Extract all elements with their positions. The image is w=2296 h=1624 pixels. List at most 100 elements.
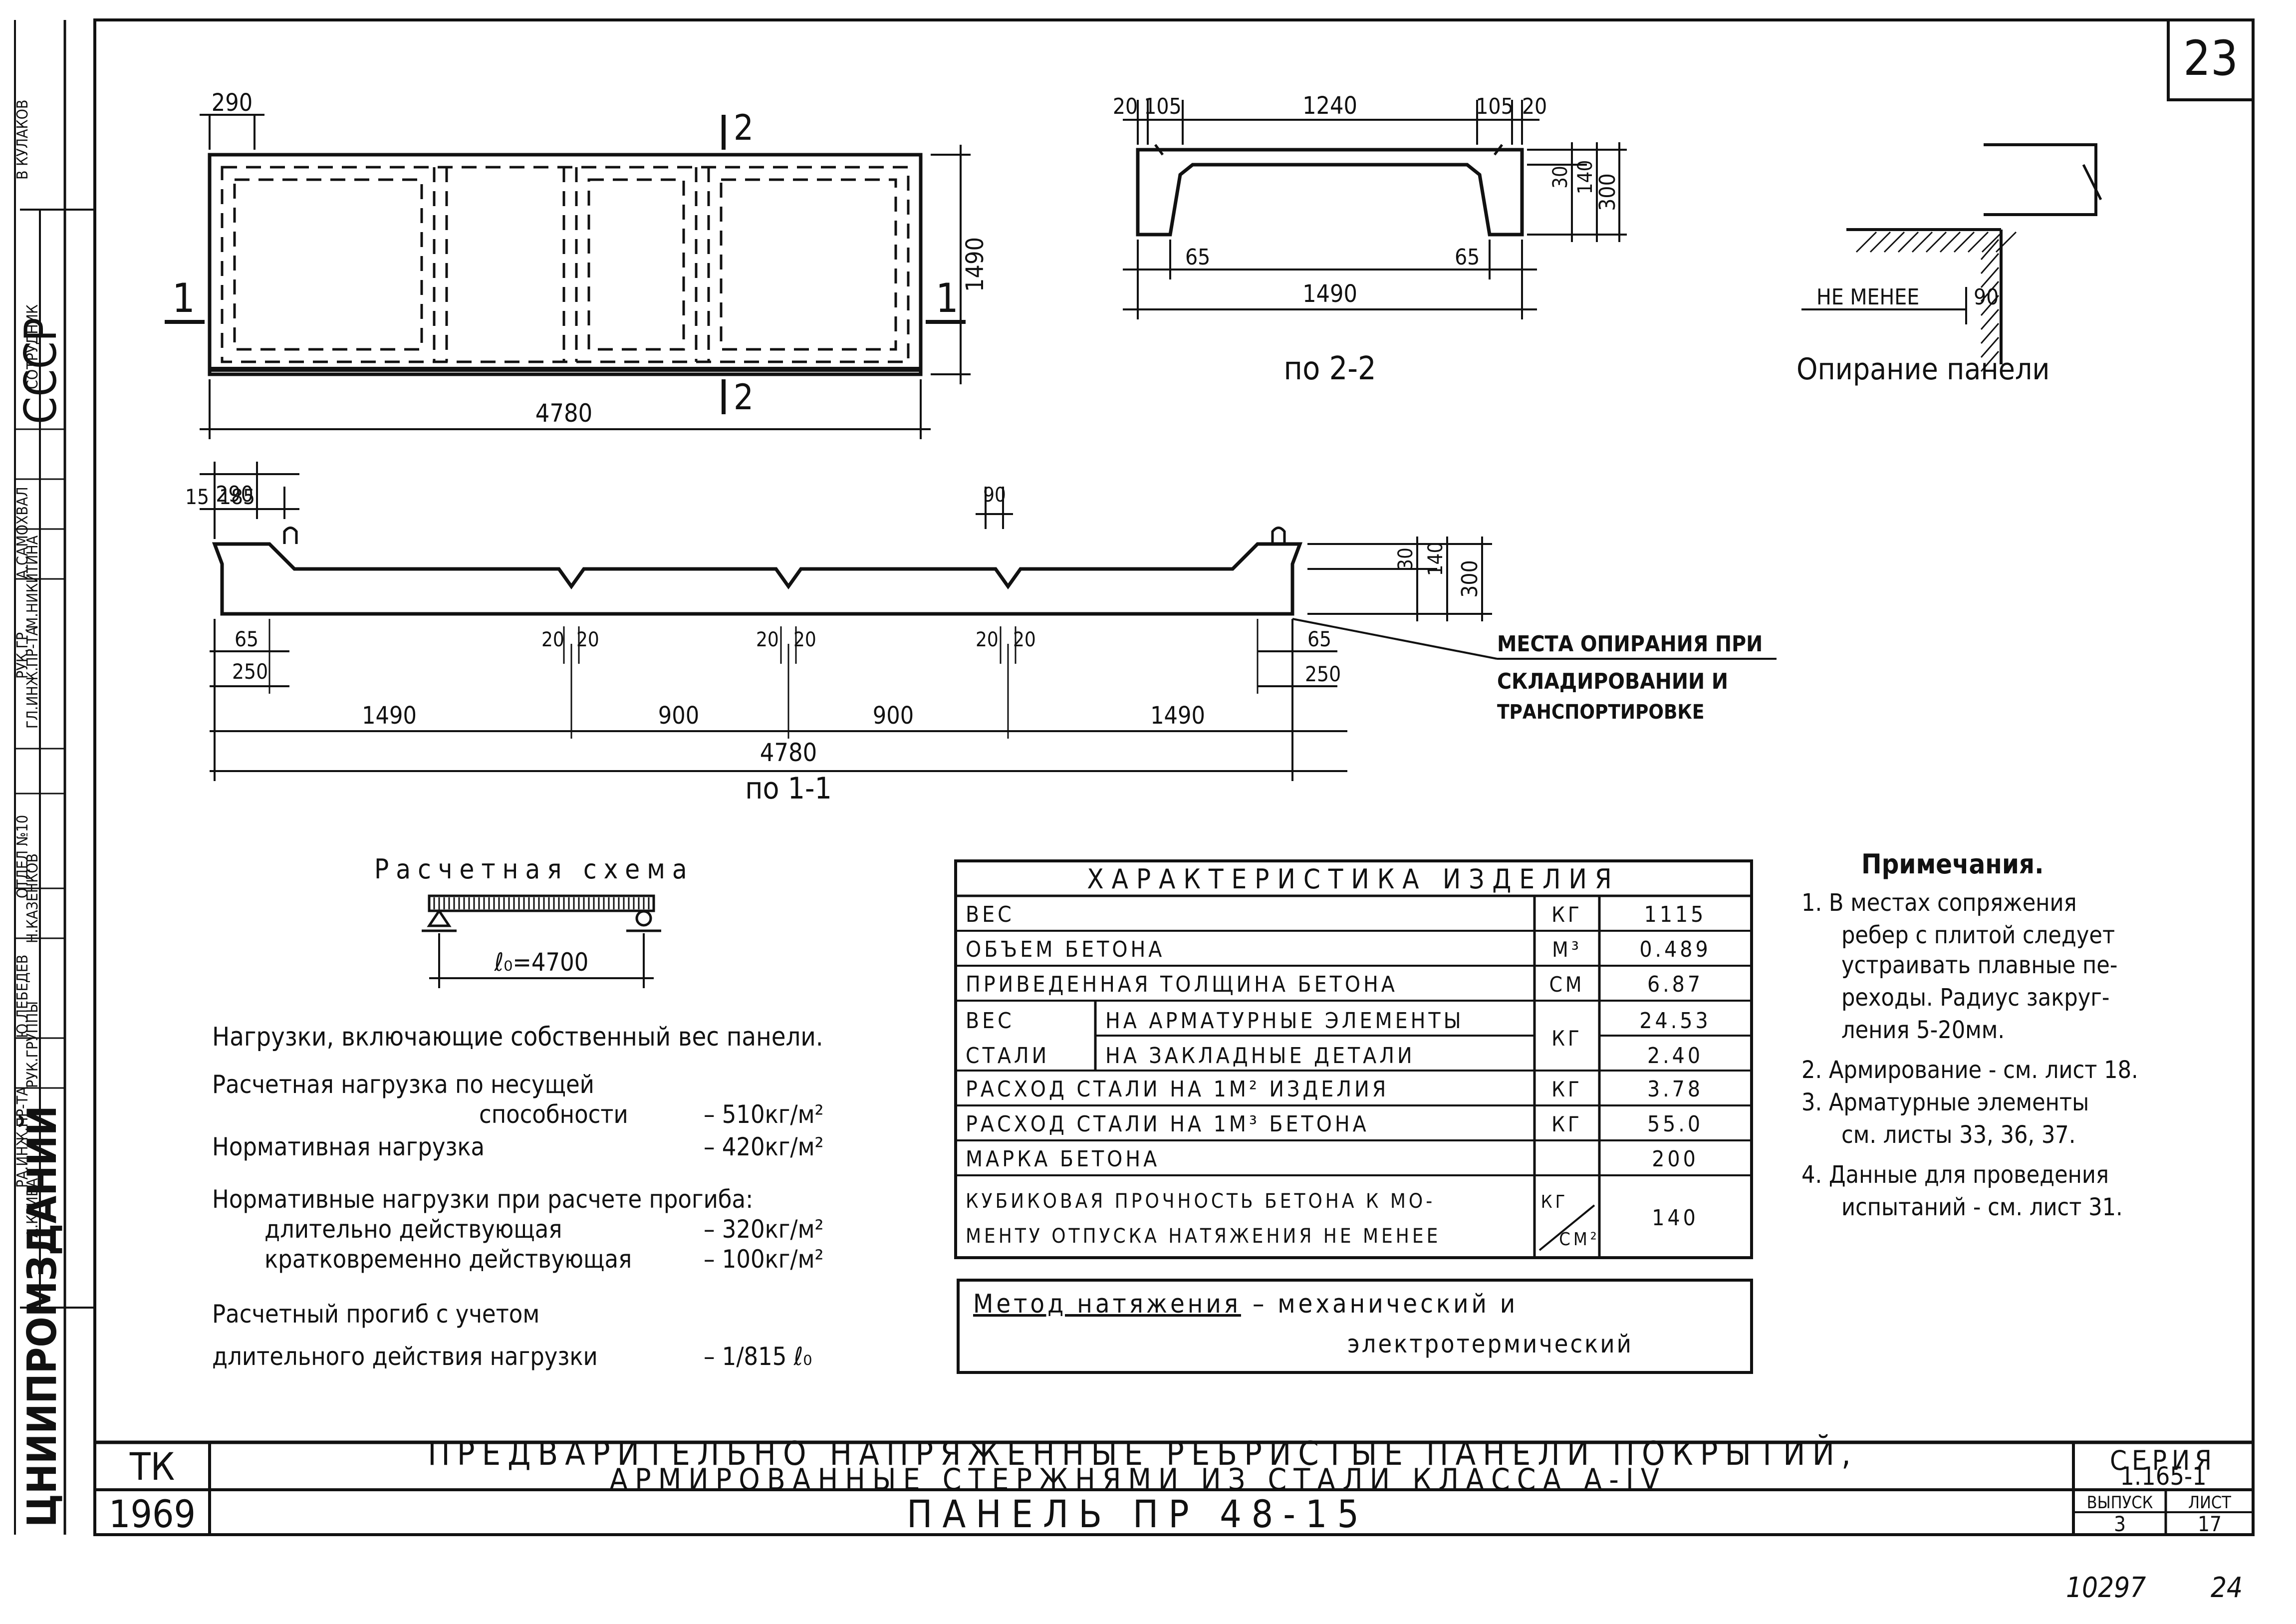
- s11-dim-250-left: 250: [232, 659, 268, 684]
- corner-number: 23: [2183, 30, 2238, 86]
- spec-name-0: ВЕС: [966, 902, 1015, 927]
- s11-dim-250-right: 250: [1305, 662, 1341, 686]
- s22-dim-65-left: 65: [1185, 245, 1210, 270]
- strip-cell-2: А.САМОХВАЛ: [14, 487, 31, 579]
- spec-value-4: 2.40: [1647, 1043, 1703, 1069]
- spec-name-1: ОБЪЕМ БЕТОНА: [966, 937, 1165, 962]
- spec-value-3: 24.53: [1639, 1008, 1711, 1034]
- load-label-7: длительного действия нагрузки: [212, 1342, 598, 1371]
- spec-name-6: РАСХОД СТАЛИ НА 1М³ БЕТОНА: [966, 1111, 1369, 1137]
- s11-dim-185: 185: [219, 485, 255, 509]
- method-label: Метод натяжения: [973, 1289, 1241, 1319]
- strip-cell-4: РУК.ГР.: [14, 628, 31, 679]
- s11-dim-65-right: 65: [1307, 627, 1331, 651]
- section-2-2: 20 105 1240 105 20 30 140 300 65 65 1490…: [1113, 92, 1627, 387]
- spec-zaklad: НА ЗАКЛАДНЫЕ ДЕТАЛИ: [1105, 1043, 1415, 1069]
- load-value-2: – 420кг/м²: [704, 1132, 824, 1161]
- s11-dim-20-d: 20: [793, 628, 816, 651]
- s22-dim-140: 140: [1574, 160, 1597, 195]
- load-label-2: Нормативная нагрузка: [212, 1132, 485, 1161]
- note-line-5: 2. Армирование - см. лист 18.: [1801, 1056, 2138, 1084]
- spec-unit-2: СМ: [1549, 972, 1584, 997]
- support-detail: НЕ МЕНЕЕ 90 Опирание панели: [1796, 143, 2102, 387]
- corner-number-box: [2167, 18, 2255, 101]
- note-line-4: ления 5-20мм.: [1841, 1016, 2005, 1044]
- plan-dim-right: 1490: [961, 237, 989, 292]
- note-line-6: 3. Арматурные элементы: [1801, 1088, 2089, 1116]
- load-label-5: кратковременно действующая: [264, 1245, 632, 1274]
- load-label-6: Расчетный прогиб с учетом: [212, 1300, 539, 1329]
- spec-kg-top: КГ: [1541, 1192, 1568, 1212]
- load-value-5: – 100кг/м²: [704, 1245, 824, 1274]
- strip-cell-11: А.КРИВА: [24, 1178, 41, 1238]
- load-label-0: Расчетная нагрузка по несущей: [212, 1070, 594, 1099]
- spec-unit-6: КГ: [1551, 1112, 1582, 1136]
- spec-title: ХАРАКТЕРИСТИКА ИЗДЕЛИЯ: [1087, 863, 1619, 895]
- plan-view: 290 4780 1490 1 1 2 2: [165, 89, 989, 439]
- strip-cell-7: Н.КАЗЕНКОВ: [24, 853, 41, 943]
- issue-value: 3: [2114, 1512, 2126, 1536]
- s22-dim-30: 30: [1549, 166, 1572, 189]
- plan-section-1-right: 1: [936, 275, 959, 321]
- s11-dim-20-c: 20: [756, 628, 779, 651]
- spec-value-7: 200: [1652, 1146, 1699, 1172]
- note-line-9: испытаний - см. лист 31.: [1841, 1193, 2123, 1221]
- series-label: СЕРИЯ: [2110, 1445, 2217, 1476]
- s22-dim-105-left: 105: [1144, 94, 1182, 119]
- footer-page: 24: [2211, 1572, 2243, 1604]
- load-value-7: – 1/815 ℓ₀: [704, 1342, 812, 1371]
- spec-unit-5: КГ: [1551, 1077, 1582, 1101]
- s11-dim-140: 140: [1424, 542, 1447, 576]
- footer-code: 10297: [2066, 1572, 2146, 1604]
- strip-cell-6: ОТДЕЛ №10: [14, 815, 31, 898]
- spec-value-2: 6.87: [1647, 972, 1703, 997]
- panel-name: ПАНЕЛЬ ПР 48-15: [907, 1492, 1369, 1536]
- support-caption: Опирание панели: [1796, 352, 2049, 387]
- s22-dim-65-right: 65: [1455, 245, 1480, 270]
- s11-dim-300: 300: [1457, 560, 1483, 598]
- strip-cell-1: СОТРУДНИК: [24, 304, 41, 389]
- lifting-loop-left: [283, 527, 298, 544]
- org-name: ЦНИИПРОМЗДАНИЙ: [18, 1105, 65, 1527]
- support-note-3: ТРАНСПОРТИРОВКЕ: [1497, 701, 1704, 724]
- plan-dim-top: 290: [212, 89, 253, 117]
- year: 1969: [109, 1492, 196, 1536]
- spec-value-5: 3.78: [1647, 1077, 1703, 1102]
- s11-dim-20-e: 20: [976, 628, 999, 651]
- section-1-1-profile: [212, 542, 1303, 616]
- section-1-1: 290 15 185 90 30 140 300 65 250 20 20 20…: [185, 462, 1777, 806]
- note-line-2: устраивать плавные пе-: [1841, 951, 2117, 979]
- method-box: Метод натяжения – механический и электро…: [957, 1279, 1753, 1374]
- note-line-7: см. листы 33, 36, 37.: [1841, 1121, 2075, 1149]
- load-label-4: длительно действующая: [264, 1215, 562, 1244]
- strip-cell-0: В КУЛАКОВ: [14, 100, 31, 180]
- spec-value-6: 55.0: [1647, 1111, 1703, 1137]
- plan-section-2-top: 2: [734, 107, 754, 148]
- strip-cell-3: М.НИКИТИНА: [24, 535, 41, 629]
- strip-cell-8: Ю.ЛЕБЕДЕВ: [14, 955, 31, 1038]
- lifting-loop-right: [1271, 527, 1286, 544]
- loads-heading: Нагрузки, включающие собственный вес пан…: [212, 1022, 823, 1052]
- spec-unit-1: М³: [1552, 937, 1582, 962]
- code-tk: ТК: [129, 1444, 175, 1489]
- note-line-0: 1. В местах сопряжения: [1801, 889, 2077, 917]
- spec-name-5: РАСХОД СТАЛИ НА 1М² ИЗДЕЛИЯ: [966, 1077, 1389, 1102]
- spec-value-0: 1115: [1644, 902, 1707, 927]
- plan-section-1-left: 1: [172, 275, 195, 321]
- s11-total: 4780: [760, 738, 817, 767]
- notes-block: Примечания. 1. В местах сопряженияребер …: [1801, 848, 2138, 1221]
- note-line-1: ребер с плитой следует: [1841, 921, 2115, 949]
- support-label: НЕ МЕНЕЕ: [1816, 284, 1919, 310]
- note-line-8: 4. Данные для проведения: [1801, 1161, 2109, 1189]
- spec-cube-1: КУБИКОВАЯ ПРОЧНОСТЬ БЕТОНА К МО-: [966, 1190, 1435, 1213]
- title-block: ТК 1969 ПРЕДВАРИТЕЛЬНО НАПРЯЖЕННЫЕ РЕБРИ…: [95, 1434, 2253, 1536]
- spec-value-8: 140: [1652, 1205, 1699, 1231]
- s11-dim-65-left: 65: [235, 627, 258, 651]
- s11-dim-90: 90: [983, 484, 1006, 507]
- s22-dim-20-right: 20: [1522, 94, 1547, 119]
- plan-section-2-bottom: 2: [734, 377, 754, 418]
- s22-dim-1240: 1240: [1302, 92, 1357, 120]
- spec-cm-bot: СМ²: [1559, 1229, 1600, 1250]
- left-strip: В КУЛАКОВ СОТРУДНИК А.САМОХВАЛМ.НИКИТИНАРУ…: [14, 20, 95, 1535]
